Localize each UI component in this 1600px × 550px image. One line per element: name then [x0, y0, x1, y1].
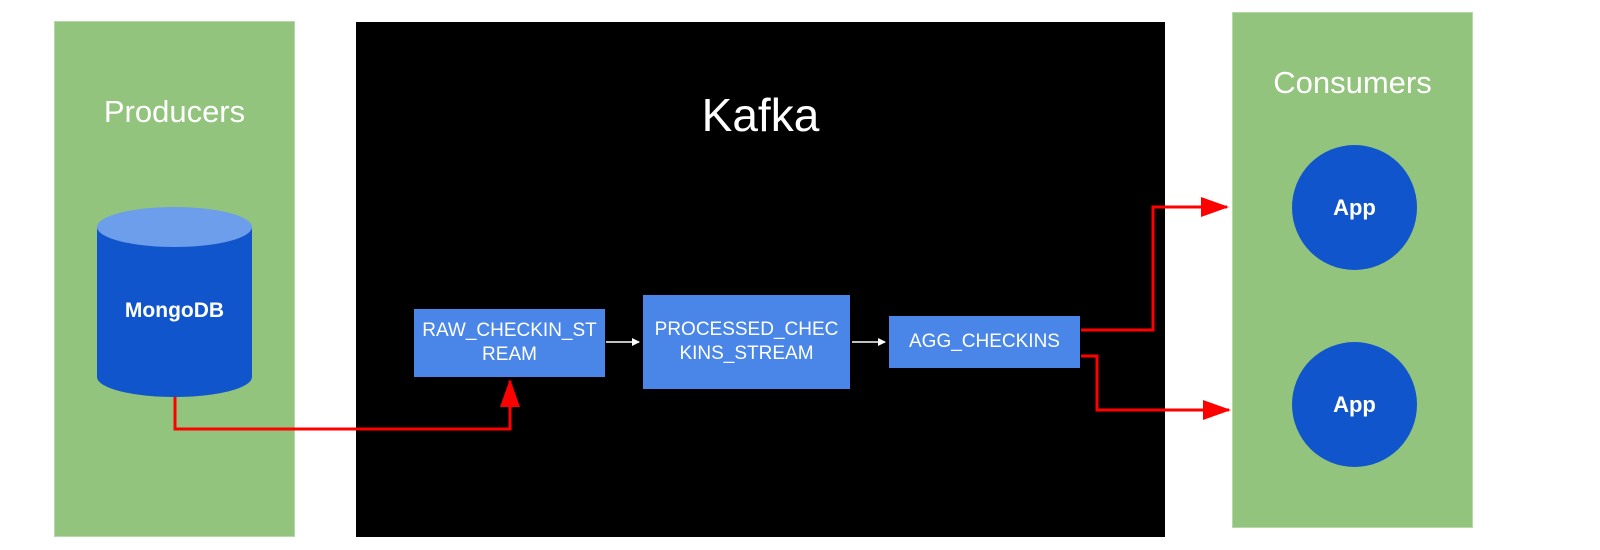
- database-cylinder-icon: [97, 207, 252, 397]
- raw-checkin-stream-box: RAW_CHECKIN_STREAM: [414, 309, 605, 377]
- consumer-app-2: App: [1292, 342, 1417, 467]
- kafka-title: Kafka: [701, 89, 820, 141]
- agg-checkins-box: AGG_CHECKINS: [889, 316, 1080, 368]
- kafka-panel: Kafka: [356, 22, 1165, 537]
- consumer-app-1: App: [1292, 145, 1417, 270]
- mongodb-label: MongoDB: [124, 299, 225, 322]
- producers-title: Producers: [103, 94, 246, 129]
- processed-checkins-stream-box: PROCESSED_CHECKINS_STREAM: [643, 295, 850, 389]
- consumers-title: Consumers: [1273, 65, 1432, 100]
- mongodb-database: MongoDB: [97, 207, 252, 397]
